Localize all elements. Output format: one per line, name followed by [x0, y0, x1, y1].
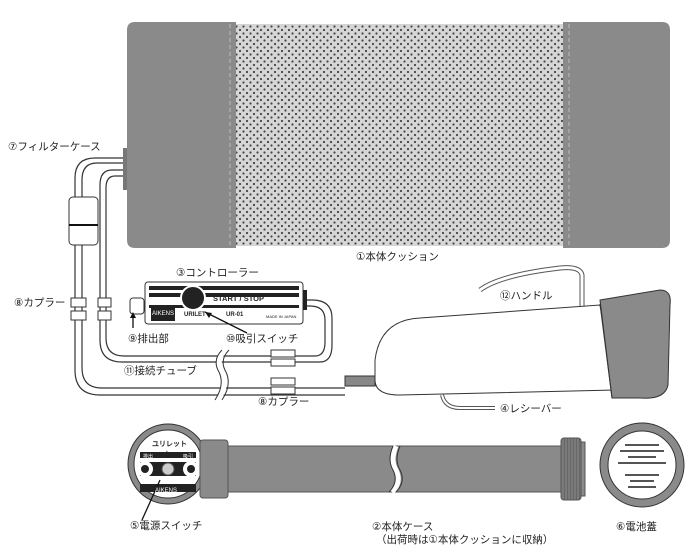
label-coupler-left: ⑧カプラー [14, 297, 66, 309]
label-suction-switch: ⑩吸引スイッチ [226, 333, 299, 345]
controller-product-name: URILET [184, 312, 206, 318]
label-body-case-note: （出荷時は①本体クッションに収納） [376, 534, 554, 546]
body-cushion [127, 22, 670, 248]
suction-switch-button [180, 285, 206, 311]
battery-cover [599, 422, 685, 508]
switch-right-label: 吸引 [183, 454, 194, 460]
controller-origin: MADE IN JAPAN [266, 314, 297, 319]
label-connection-tube: ⑪接続チューブ [124, 365, 197, 377]
body-case [199, 437, 586, 501]
label-receiver: ④レシーバー [500, 403, 562, 415]
label-controller: ③コントローラー [176, 267, 259, 279]
label-battery-cover: ⑥電池蓋 [616, 521, 657, 533]
label-handle: ⑫ハンドル [500, 290, 553, 302]
switch-off-label: 切 [164, 479, 171, 485]
receiver [344, 265, 671, 410]
filter-case [68, 196, 99, 246]
label-power-switch: ⑤電源スイッチ [130, 520, 203, 532]
controller-brand-logo: AIKENS [151, 308, 176, 321]
switch-brand-logo: AIKENS [155, 488, 178, 494]
coupler-icons [70, 297, 296, 395]
switch-left-label: 排出 [143, 454, 154, 460]
start-stop-text: START / STOP [213, 294, 264, 303]
power-switch-face [127, 423, 209, 521]
switch-product-name: ユリレット [152, 441, 187, 448]
switch-on-label: 入 [164, 451, 171, 458]
label-coupler-bottom: ⑧カプラー [258, 396, 310, 408]
controller-model: UR-01 [226, 312, 244, 318]
label-body-cushion: ①本体クッション [356, 251, 439, 263]
label-filter-case: ⑦フィルターケース [8, 141, 101, 153]
label-body-case: ②本体ケース [372, 521, 434, 533]
label-outlet: ⑨排出部 [128, 333, 169, 345]
controller [129, 281, 307, 334]
